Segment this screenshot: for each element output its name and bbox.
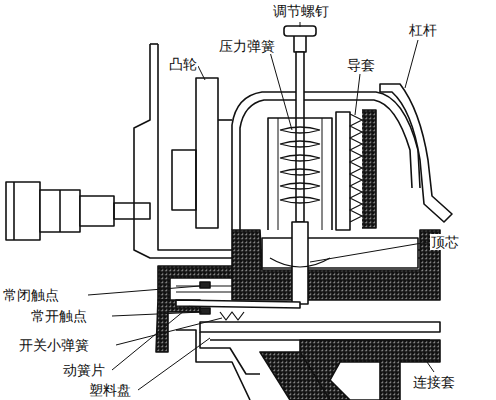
part-label: 连接套 [412, 374, 456, 390]
part-label: 开关小弹簧 [18, 337, 90, 353]
part-label: 动簧片 [62, 362, 106, 378]
part-label: 塑料盘 [88, 382, 132, 398]
part-label: 导套 [346, 57, 376, 73]
part-label: 调节螺钉 [272, 3, 330, 19]
part-label: 压力弹簧 [218, 38, 276, 54]
part-label: 常闭触点 [2, 287, 60, 303]
part-label: 杠杆 [408, 22, 438, 38]
part-label: 顶芯 [430, 234, 460, 250]
part-label: 常开触点 [30, 308, 88, 324]
part-label: 凸轮 [168, 56, 198, 72]
